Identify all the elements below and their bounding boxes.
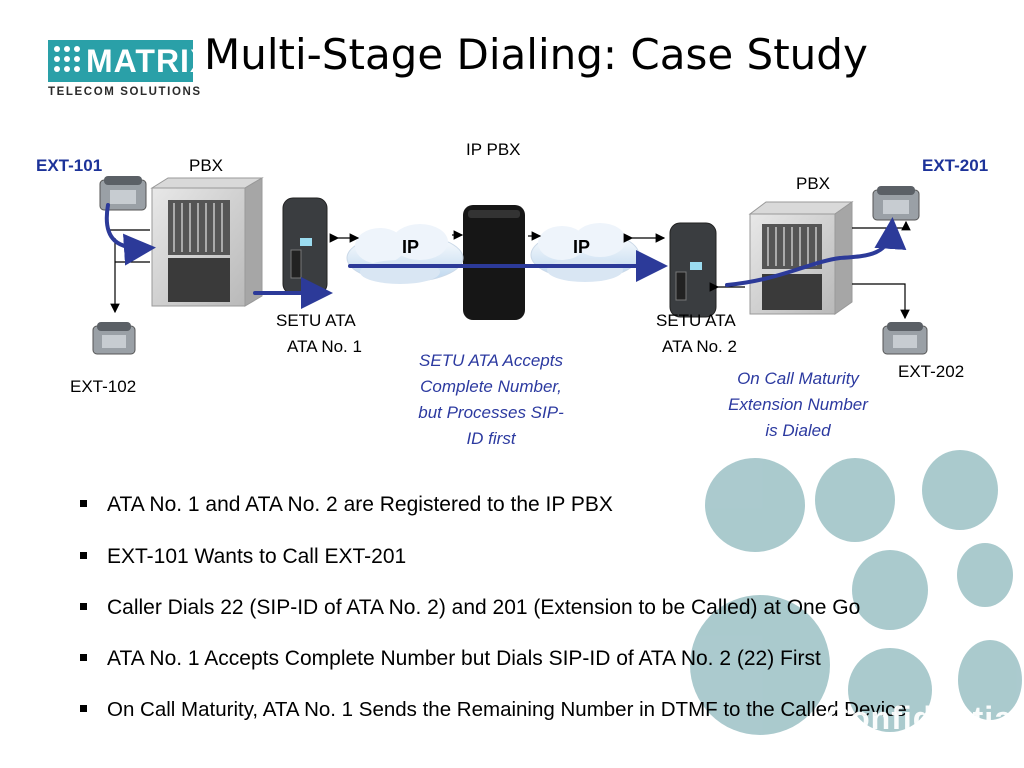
bullet-square-icon bbox=[80, 705, 87, 713]
ip-cloud-left-icon bbox=[346, 224, 464, 284]
phone-ext102-icon bbox=[92, 322, 136, 355]
note-right-line: Extension Number bbox=[728, 395, 868, 414]
ata2-name-label: SETU ATA bbox=[656, 311, 736, 330]
bullet-text: On Call Maturity, ATA No. 1 Sends the Re… bbox=[107, 698, 907, 721]
decor-circle bbox=[958, 640, 1022, 720]
decor-circle bbox=[815, 458, 895, 542]
decor-circle bbox=[848, 648, 932, 732]
ext202-label: EXT-202 bbox=[898, 362, 965, 381]
bullet-item: ATA No. 1 Accepts Complete Number but Di… bbox=[80, 647, 821, 671]
note-center-line: Complete Number, bbox=[420, 377, 562, 396]
note-right-line: On Call Maturity bbox=[737, 369, 859, 388]
ip-pbx-label: IP PBX bbox=[466, 140, 521, 159]
pbx-left-icon bbox=[150, 177, 264, 307]
decor-circle bbox=[957, 543, 1013, 607]
ata2-device-icon bbox=[669, 222, 717, 318]
decor-circle bbox=[690, 595, 830, 735]
note-center-line: SETU ATA Accepts bbox=[419, 351, 563, 370]
logo-subtext: TELECOM SOLUTIONS bbox=[48, 86, 202, 98]
note-center: SETU ATA Accepts Complete Number, but Pr… bbox=[404, 348, 578, 452]
decor-circle bbox=[852, 550, 928, 630]
logo-dots-icon bbox=[54, 46, 80, 72]
ata1-name-label: SETU ATA bbox=[276, 311, 356, 330]
phone-ext101-icon bbox=[99, 176, 147, 211]
bullet-text: Caller Dials 22 (SIP-ID of ATA No. 2) an… bbox=[107, 596, 861, 619]
decor-circle bbox=[705, 458, 805, 552]
confidential-watermark: Confidential bbox=[826, 700, 1023, 736]
phone-ext202-icon bbox=[882, 322, 928, 355]
note-right-line: is Dialed bbox=[765, 421, 831, 440]
page-title: Multi-Stage Dialing: Case Study bbox=[204, 30, 868, 79]
network-diagram bbox=[92, 176, 928, 355]
bullet-square-icon bbox=[80, 551, 87, 559]
bullet-text: ATA No. 1 and ATA No. 2 are Registered t… bbox=[107, 493, 613, 516]
logo-text: MATRIX bbox=[86, 43, 213, 79]
pbx-right-label: PBX bbox=[796, 174, 831, 193]
ext101-label: EXT-101 bbox=[36, 156, 103, 175]
ata1-number-label: ATA No. 1 bbox=[287, 337, 362, 356]
bullet-square-icon bbox=[80, 602, 87, 610]
bullet-text: EXT-101 Wants to Call EXT-201 bbox=[107, 545, 407, 568]
logo bbox=[48, 40, 193, 82]
bullet-square-icon bbox=[80, 499, 87, 507]
ata1-device-icon bbox=[282, 197, 328, 295]
decor-circle bbox=[922, 450, 998, 530]
pbx-left-label: PBX bbox=[189, 156, 224, 175]
bullet-item: ATA No. 1 and ATA No. 2 are Registered t… bbox=[80, 493, 613, 517]
ata2-number-label: ATA No. 2 bbox=[662, 337, 737, 356]
ip-right-label: IP bbox=[573, 237, 591, 257]
note-center-line: ID first bbox=[466, 429, 516, 448]
phone-ext201-icon bbox=[872, 186, 920, 221]
ip-pbx-device-icon bbox=[463, 205, 525, 320]
ext201-label: EXT-201 bbox=[922, 156, 989, 175]
ext102-label: EXT-102 bbox=[70, 377, 137, 396]
bullet-square-icon bbox=[80, 653, 87, 661]
call-flow-path bbox=[104, 203, 907, 309]
bullet-text: ATA No. 1 Accepts Complete Number but Di… bbox=[107, 647, 821, 670]
note-center-line: but Processes SIP- bbox=[418, 403, 564, 422]
ip-left-label: IP bbox=[402, 237, 420, 257]
bullet-item: EXT-101 Wants to Call EXT-201 bbox=[80, 545, 406, 569]
note-right: On Call Maturity Extension Number is Dia… bbox=[712, 366, 884, 444]
bullet-item: On Call Maturity, ATA No. 1 Sends the Re… bbox=[80, 698, 907, 722]
bullet-item: Caller Dials 22 (SIP-ID of ATA No. 2) an… bbox=[80, 596, 860, 620]
